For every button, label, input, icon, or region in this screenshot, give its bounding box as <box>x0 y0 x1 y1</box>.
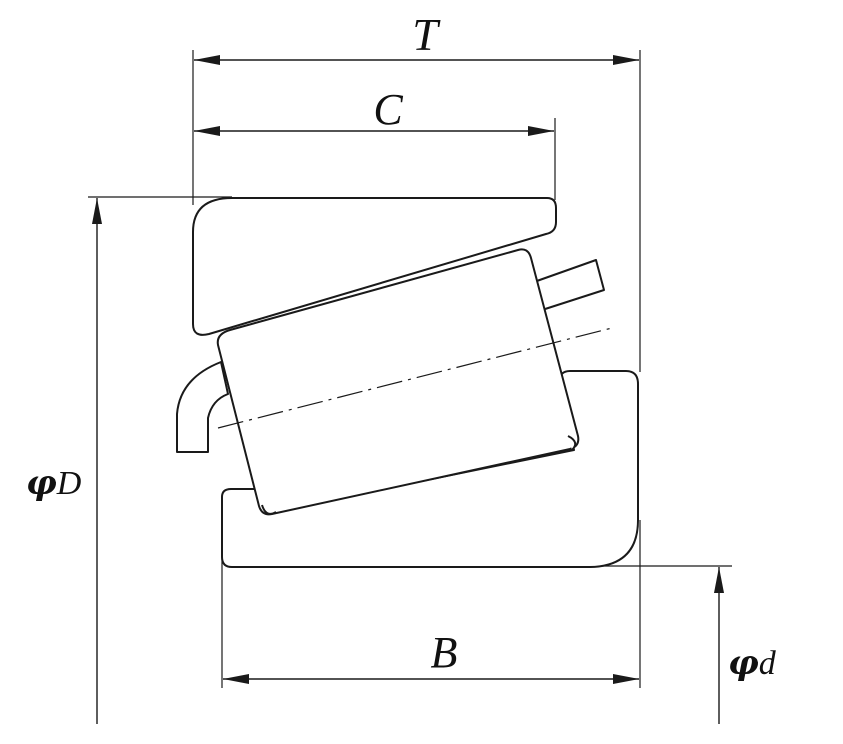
label-b: B <box>431 628 458 677</box>
cage-left <box>176 361 229 453</box>
arrowhead-c-right <box>528 126 554 136</box>
dimension-inner-diameter: φd <box>714 567 777 724</box>
label-inner-diameter-letter: d <box>759 645 777 682</box>
label-outer-diameter: φD <box>26 463 82 503</box>
arrowhead-t-right <box>613 55 639 65</box>
dimension-outer-diameter: φD <box>26 198 102 724</box>
roller-end-accent-bottom <box>261 504 277 515</box>
arrowhead-b-right <box>613 674 639 684</box>
outer-ring <box>192 197 557 336</box>
label-inner-diameter: φd <box>728 643 777 683</box>
cage-right <box>533 259 605 311</box>
label-c: C <box>373 85 403 134</box>
dimension-t: T <box>194 9 639 65</box>
arrowhead-t-left <box>194 55 220 65</box>
label-outer-diameter-symbol: φ <box>26 463 57 503</box>
extension-lines <box>88 50 732 688</box>
label-outer-diameter-letter: D <box>56 465 82 502</box>
arrowhead-b-left <box>223 674 249 684</box>
roller-end-accent-right <box>567 435 577 451</box>
label-t: T <box>412 9 441 60</box>
label-inner-diameter-symbol: φ <box>728 643 759 683</box>
arrowhead-d-inner <box>714 567 724 593</box>
dimension-c: C <box>194 85 554 136</box>
arrowhead-c-left <box>194 126 220 136</box>
dimension-b: B <box>223 628 639 684</box>
bearing-section <box>176 197 639 568</box>
arrowhead-d-outer <box>92 198 102 224</box>
roller-axis-centerline <box>217 327 613 429</box>
